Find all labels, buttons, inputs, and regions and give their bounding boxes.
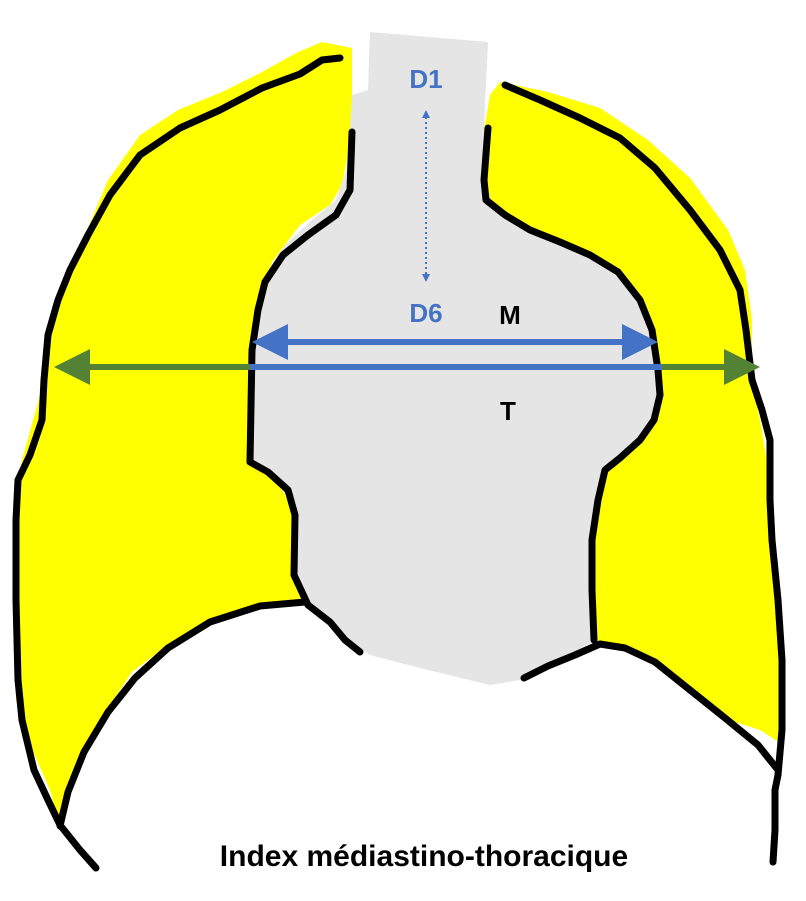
label-m: M bbox=[499, 300, 521, 330]
right-lung bbox=[484, 82, 783, 745]
label-d6: D6 bbox=[409, 298, 442, 328]
left-inner-border bbox=[246, 128, 364, 656]
left-lung-base bbox=[56, 598, 309, 830]
right-lower-border bbox=[769, 771, 782, 866]
label-t: T bbox=[500, 396, 516, 426]
left-outer-border bbox=[12, 54, 344, 872]
label-d1: D1 bbox=[409, 64, 442, 94]
left-lung bbox=[14, 42, 352, 820]
right-lung-base bbox=[520, 640, 782, 774]
outline-strokes bbox=[12, 54, 786, 872]
diagram-caption: Index médiastino-thoracique bbox=[220, 840, 628, 873]
